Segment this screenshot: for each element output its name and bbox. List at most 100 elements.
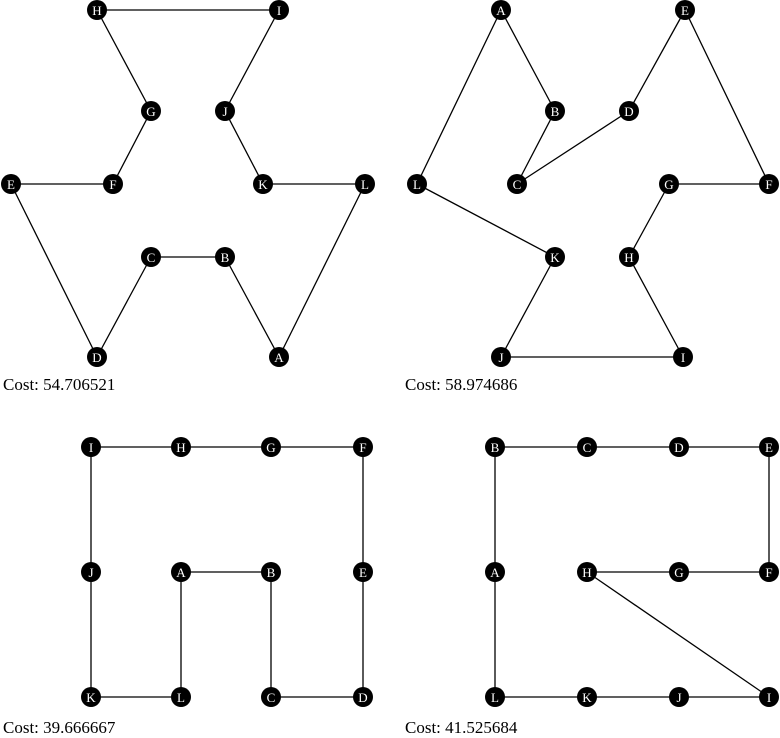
node-H: H (87, 0, 107, 20)
node-dot (1, 174, 21, 194)
node-label: G (146, 104, 155, 119)
node-label: F (765, 565, 772, 580)
node-dot (81, 687, 101, 707)
node-D: D (669, 437, 689, 457)
node-F: F (353, 437, 373, 457)
edge-A-L (278, 183, 366, 358)
node-label: G (664, 177, 673, 192)
node-G: G (659, 174, 679, 194)
edge-G-H (628, 183, 670, 258)
node-dot (253, 174, 273, 194)
node-label: J (222, 104, 227, 119)
node-dot (261, 437, 281, 457)
edge-C-D (516, 110, 630, 185)
node-dot (171, 687, 191, 707)
node-I: I (673, 347, 693, 367)
node-K: K (545, 247, 565, 267)
node-D: D (87, 347, 107, 367)
node-dot (669, 437, 689, 457)
node-dot (103, 174, 123, 194)
cost-label-panel-3: Cost: 39.666667 (3, 718, 116, 737)
node-label: G (266, 440, 275, 455)
node-G: G (669, 562, 689, 582)
node-K: K (577, 687, 597, 707)
node-K: K (81, 687, 101, 707)
node-A: A (491, 0, 511, 20)
node-dot (269, 0, 289, 20)
node-label: F (765, 177, 772, 192)
node-dot (87, 0, 107, 20)
node-F: F (759, 174, 779, 194)
node-label: A (496, 3, 506, 18)
node-G: G (261, 437, 281, 457)
node-dot (87, 347, 107, 367)
edge-E-F (684, 9, 770, 185)
edge-A-B (500, 9, 556, 112)
node-dot (669, 562, 689, 582)
node-dot (215, 247, 235, 267)
node-dot (141, 247, 161, 267)
node-dot (759, 437, 779, 457)
node-label: L (491, 690, 499, 705)
node-dot (759, 562, 779, 582)
edge-B-C (516, 110, 556, 185)
node-dot (491, 347, 511, 367)
node-label: A (490, 565, 500, 580)
node-H: H (171, 437, 191, 457)
node-label: J (88, 565, 93, 580)
node-D: D (353, 687, 373, 707)
node-dot (261, 562, 281, 582)
node-dot (261, 687, 281, 707)
node-label: H (176, 440, 185, 455)
edge-J-K (500, 256, 556, 358)
edge-D-E (628, 9, 686, 112)
node-label: F (109, 177, 116, 192)
node-dot (141, 101, 161, 121)
node-dot (669, 687, 689, 707)
node-dot (81, 437, 101, 457)
node-C: C (577, 437, 597, 457)
node-dot (485, 437, 505, 457)
node-dot (507, 174, 527, 194)
node-label: D (92, 350, 101, 365)
node-E: E (353, 562, 373, 582)
edge-H-I (628, 256, 684, 358)
node-C: C (507, 174, 527, 194)
node-B: B (545, 101, 565, 121)
node-D: D (619, 101, 639, 121)
cost-label-panel-1: Cost: 54.706521 (3, 375, 116, 394)
node-I: I (269, 0, 289, 20)
node-dot (353, 562, 373, 582)
node-label: H (624, 250, 633, 265)
node-L: L (171, 687, 191, 707)
node-label: L (361, 177, 369, 192)
node-dot (485, 562, 505, 582)
node-F: F (759, 562, 779, 582)
node-label: H (92, 3, 101, 18)
edge-L-A (416, 9, 502, 185)
node-dot (577, 437, 597, 457)
node-label: I (681, 350, 685, 365)
node-label: J (676, 690, 681, 705)
node-I: I (759, 687, 779, 707)
node-label: K (582, 690, 592, 705)
node-dot (545, 247, 565, 267)
node-A: A (269, 347, 289, 367)
edge-D-C (96, 256, 152, 358)
node-dot (353, 437, 373, 457)
node-label: C (267, 690, 276, 705)
node-dot (485, 687, 505, 707)
node-A: A (485, 562, 505, 582)
node-F: F (103, 174, 123, 194)
edge-E-D (10, 183, 98, 358)
node-label: C (147, 250, 156, 265)
node-J: J (669, 687, 689, 707)
node-label: E (681, 3, 689, 18)
node-label: D (624, 104, 633, 119)
node-label: B (491, 440, 500, 455)
node-label: D (674, 440, 683, 455)
